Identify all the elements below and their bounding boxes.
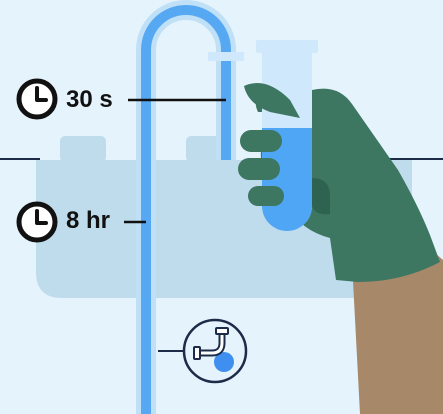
pipe-nozzle <box>208 52 244 61</box>
arm <box>352 240 443 414</box>
pipe <box>141 5 231 414</box>
test-tube-rim <box>256 40 318 53</box>
pipe-elbow-icon <box>182 318 248 384</box>
glove-fingers <box>238 83 330 215</box>
timer-30s-label: 30 s <box>66 86 113 113</box>
timer-8hr-label: 8 hr <box>66 207 111 234</box>
clock-icon <box>16 201 58 243</box>
sink-faucet-left <box>60 136 106 162</box>
clock-icon <box>16 78 58 120</box>
water-pipe <box>136 0 244 414</box>
